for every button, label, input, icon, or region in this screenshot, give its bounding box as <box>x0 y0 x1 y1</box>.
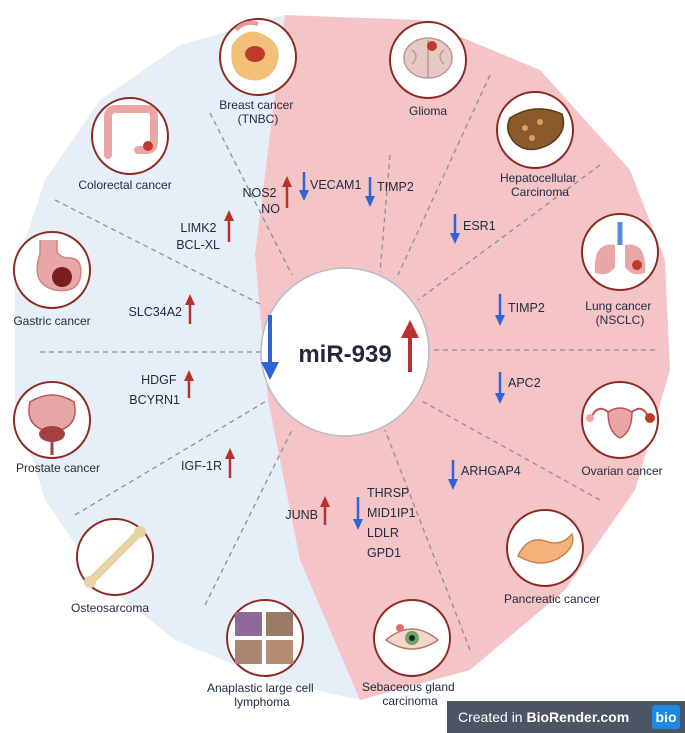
cancer-label-alcl: Anaplastic large cell lymphoma <box>207 681 317 709</box>
eye-icon <box>373 599 451 677</box>
cancer-label-colorectal: Colorectal cancer <box>78 178 171 192</box>
badge-logo: bio <box>656 709 677 725</box>
center-down-arrow <box>261 315 279 380</box>
badge-prefix: Created in BioRender.com <box>458 709 629 725</box>
center-up-arrow <box>401 320 419 372</box>
stomach-icon <box>13 231 91 309</box>
down-arrow-vecam1 <box>299 172 309 201</box>
down-arrow-timp2-a <box>365 177 375 207</box>
target-hdgf: HDGF BCYRN1 <box>129 373 180 407</box>
target-vecam1: VECAM1 <box>310 178 361 192</box>
cancer-label-hcc: Hepatocellular Carcinoma <box>500 171 580 199</box>
target-timp2-a: TIMP2 <box>377 180 414 194</box>
up-arrow-slc34a2 <box>185 294 195 324</box>
liver-icon <box>496 91 574 169</box>
lungs-icon <box>581 213 659 291</box>
up-arrow-limk2 <box>224 210 234 242</box>
center-label: miR-939 <box>298 341 391 368</box>
target-nos2: NOS2 NO <box>242 186 280 216</box>
down-arrow-thrsp-group <box>353 497 363 530</box>
cancer-label-breast: Breast cancer (TNBC) <box>219 98 296 126</box>
breast-icon <box>219 18 297 96</box>
target-apc2: APC2 <box>508 376 541 390</box>
cancer-label-pancreatic: Pancreatic cancer <box>504 592 600 606</box>
up-arrow-hdgf <box>184 370 194 398</box>
target-limk2: LIMK2 BCL-XL <box>176 221 220 252</box>
sector-dividers <box>40 74 655 651</box>
down-arrow-esr1 <box>450 214 460 244</box>
colon-icon <box>91 97 169 175</box>
target-igf1r: IGF-1R <box>181 459 222 473</box>
target-arhgap4: ARHGAP4 <box>461 464 521 478</box>
prostate-icon <box>13 381 91 459</box>
cancer-label-prostate: Prostate cancer <box>16 461 100 475</box>
biorender-logo-icon <box>652 705 680 729</box>
up-arrow-nos2 <box>282 176 292 208</box>
uterus-icon <box>581 381 659 459</box>
cancer-label-lung: Lung cancer (NSCLC) <box>585 299 654 327</box>
bone-icon <box>76 518 154 596</box>
cancer-label-glioma: Glioma <box>409 104 447 118</box>
down-arrow-apc2 <box>495 372 505 404</box>
histology-icon <box>226 599 304 677</box>
center-circle <box>260 267 430 437</box>
target-esr1: ESR1 <box>463 219 496 233</box>
biorender-badge[interactable]: Created in BioRender.com bio <box>447 701 685 733</box>
up-arrow-junb <box>320 496 330 525</box>
cancer-label-gastric: Gastric cancer <box>13 314 90 328</box>
cancer-label-sebaceous: Sebaceous gland carcinoma <box>362 680 458 708</box>
pancreas-icon <box>506 509 584 587</box>
cancer-label-osteosarcoma: Osteosarcoma <box>71 601 149 615</box>
target-timp2-b: TIMP2 <box>508 301 545 315</box>
cancer-label-ovarian: Ovarian cancer <box>581 464 662 478</box>
down-arrow-timp2-b <box>495 294 505 326</box>
down-arrow-arhgap4 <box>448 460 458 490</box>
target-junb: JUNB <box>285 508 318 522</box>
brain-icon <box>389 21 467 99</box>
up-arrow-igf1r <box>225 448 235 478</box>
target-thrsp-group: THRSP MID1IP1 LDLR GPD1 <box>367 486 419 560</box>
target-slc34a2: SLC34A2 <box>128 305 182 319</box>
